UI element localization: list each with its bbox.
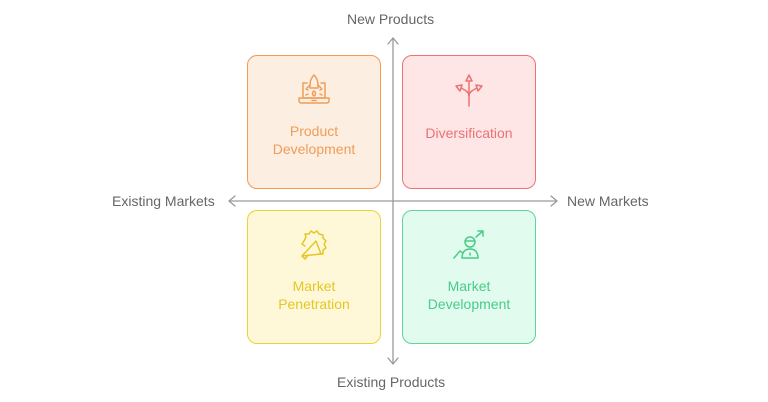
- axis-label-existing-products: Existing Products: [337, 374, 446, 390]
- quadrant-label: Market Penetration: [248, 277, 380, 313]
- person-growth-icon: [453, 230, 484, 259]
- axis-label-new-markets: New Markets: [567, 193, 649, 209]
- quadrant-market-penetration: Market Penetration: [247, 210, 381, 344]
- label-line-2: Penetration: [278, 296, 350, 312]
- quadrant-market-development: Market Development: [402, 210, 536, 344]
- rocket-laptop-icon: [298, 74, 330, 104]
- axis-label-new-products: New Products: [347, 11, 435, 27]
- diverging-arrows-icon: [455, 74, 483, 107]
- label-line-1: Market: [447, 278, 491, 294]
- quadrant-product-development: Product Development: [247, 55, 381, 189]
- label-line-1: Diversification: [425, 125, 513, 141]
- quadrant-diversification: Diversification: [402, 55, 536, 189]
- quadrant-label: Product Development: [248, 122, 380, 158]
- megaphone-icon: [301, 230, 327, 260]
- label-line-1: Product: [289, 123, 339, 139]
- label-line-2: Development: [272, 141, 356, 157]
- axis-label-existing-markets: Existing Markets: [112, 193, 215, 209]
- quadrant-label: Diversification: [403, 124, 535, 142]
- quadrant-label: Market Development: [403, 277, 535, 313]
- label-line-1: Market: [292, 278, 336, 294]
- label-line-2: Development: [427, 296, 511, 312]
